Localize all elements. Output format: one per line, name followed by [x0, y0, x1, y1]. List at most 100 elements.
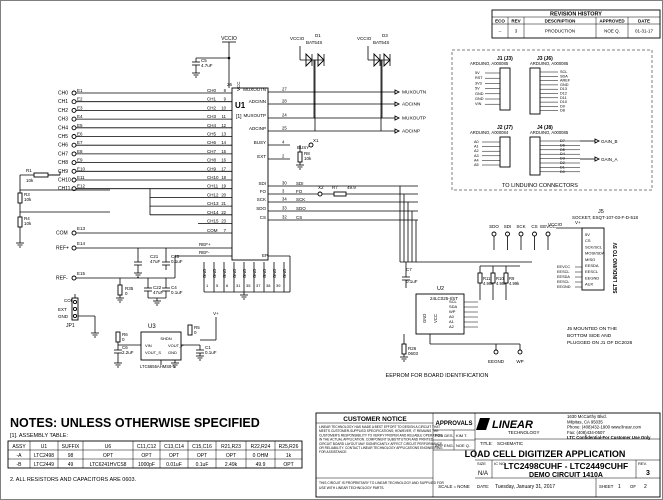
u1-left-pin-name: CH14: [207, 210, 219, 215]
u1-ep: EP: [262, 253, 268, 258]
assembly-cell: OPT: [169, 453, 179, 459]
u1-left-pin-name: CH15: [207, 219, 219, 224]
r8-ref: R8: [304, 151, 310, 156]
channel-label: CH3: [58, 117, 68, 123]
assembly-cell: -A: [17, 453, 23, 459]
approval-name: NOE Q.: [456, 443, 470, 448]
c20-ref: C20: [171, 254, 180, 259]
test-point: [71, 134, 77, 139]
jp1-pin: [72, 306, 78, 312]
c6-ref: C6: [122, 345, 128, 350]
notes-title: NOTES: UNLESS OTHERWISE SPECIFIED: [10, 416, 260, 430]
u1-left-pin-num: 18: [221, 175, 226, 180]
assembly-cell: 1k: [286, 453, 292, 459]
u1-vcc-label: VCC: [236, 81, 241, 91]
gain-a-label: GAIN_A: [601, 157, 618, 162]
proprietary-note: USE WITH LINEAR TECHNOLOGY PARTS.: [319, 486, 384, 490]
resistor: [503, 272, 509, 284]
d1-ref: D1: [315, 33, 321, 38]
scale-label: SCALE = NONE: [438, 484, 470, 489]
sheet-value: 1: [618, 484, 621, 490]
resistor: [17, 192, 23, 204]
eeprom-net: SDO: [489, 224, 499, 229]
e-label: E14: [77, 241, 86, 246]
u1-left-pin-num: 11: [222, 114, 227, 119]
test-point: [308, 142, 314, 148]
channel-label: CH2: [58, 108, 68, 114]
pullup-value: 4.99k: [496, 281, 507, 286]
pullup-value: 4.99k: [509, 281, 520, 286]
u2-pin: A2: [449, 324, 455, 329]
u1-left-pin-name: CH7: [207, 149, 216, 154]
wp-label: WP: [516, 359, 523, 364]
arduino-pin: D12: [560, 92, 567, 96]
revision-cell: 3: [515, 29, 518, 34]
arduino-pin: A0: [474, 140, 479, 144]
u1-bottom-num: 39: [276, 283, 281, 288]
channel-label: CH11: [58, 186, 71, 192]
channel-label: CH9: [58, 169, 68, 175]
u1-right-pin-name: MUXOUTN: [243, 87, 266, 92]
arduino-pin: A3: [474, 154, 479, 158]
u1-right-pin-name: EXT: [257, 154, 266, 159]
customer-notice-body: OR RELIABILITY. CONTACT LINEAR TECHNOLOG…: [319, 446, 443, 450]
assembly-cell: OPT: [197, 453, 207, 459]
assembly-cell: 1000pF: [138, 462, 155, 468]
jp1-com: COM: [64, 298, 75, 303]
drawing-title: LOAD CELL DIGITIZER APPLICATION: [465, 449, 626, 459]
resistor: [333, 191, 347, 197]
title-block: [315, 412, 661, 498]
r26-value: 0603: [408, 351, 419, 356]
u1-left-pin-num: 13: [221, 132, 226, 137]
j3-ref: J3 (J6): [537, 56, 553, 62]
u2-pin: WP: [449, 309, 456, 314]
u1-left-pin-name: CH13: [207, 201, 219, 206]
assembly-cell: 49: [68, 462, 74, 468]
assembly-table: [7, 440, 303, 469]
approval-name: KIM T.: [456, 433, 467, 438]
u1-right-pin-num: 30: [282, 181, 287, 186]
j5-ref: J5: [598, 209, 604, 215]
assembly-cell: 2.49k: [225, 462, 238, 468]
r7-ref: R7: [332, 185, 338, 190]
u1-left-pin-name: CH5: [207, 132, 216, 137]
left-net-label: REF+: [56, 246, 69, 252]
u1-bottom-gnd: GND: [252, 269, 257, 278]
u1-left-pin-num: 16: [221, 158, 226, 163]
assembly-header: SUFFIX: [62, 444, 80, 450]
eeprom-net: CS: [531, 224, 537, 229]
j5-net: EESCL: [557, 270, 569, 274]
channel-label: CH0: [58, 91, 68, 97]
d3-ref: D3: [382, 33, 388, 38]
u1-bottom-num: 31: [236, 283, 241, 288]
assembly-cell: 0.01uF: [166, 462, 182, 468]
customer-notice-body: CUSTOMER'S RESPONSIBILITY TO VERIFY PROP…: [319, 433, 443, 437]
u1-bottom-num: 35: [246, 283, 251, 288]
e-label: E13: [77, 226, 86, 231]
pullup-ref: R11: [483, 276, 491, 281]
j5-mount-note: BOTTOM SIDE AND: [567, 333, 612, 339]
resistor: [490, 272, 496, 284]
test-point: [71, 107, 77, 113]
c4-value: 0.1uF: [171, 290, 183, 295]
u3-part: LTC6655AHMS8-5: [140, 364, 176, 369]
arduino-pin: A1: [474, 145, 479, 149]
size-label: SIZE: [477, 461, 486, 466]
c5-value: 4.7uF: [201, 63, 213, 68]
jp1-ref: JP1: [66, 323, 75, 329]
j1-ref: J1 (J3): [497, 56, 513, 62]
assembly-cell: LTC2498: [34, 453, 54, 459]
arduino-pin: A5: [474, 163, 479, 167]
revision-history-title: REVISION HISTORY: [550, 12, 602, 18]
u1-left-pin-name: CH12: [207, 192, 219, 197]
test-point: [71, 245, 77, 251]
resistor: [17, 216, 23, 228]
spi-net-label: SDI: [296, 181, 304, 186]
e-label: E15: [77, 271, 86, 276]
linear-logo-mark: [476, 418, 490, 430]
u3-pin: VIN: [145, 343, 152, 348]
c1-value: 0.1uF: [205, 350, 217, 355]
revision-cell: PRODUCTION: [545, 29, 575, 34]
vplus-label: V+: [575, 220, 581, 225]
address-line: LTC Confidential-For Customer Use Only: [567, 435, 651, 440]
